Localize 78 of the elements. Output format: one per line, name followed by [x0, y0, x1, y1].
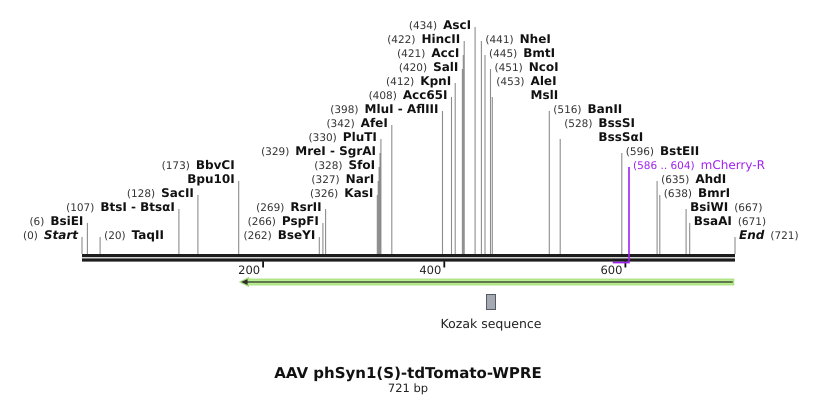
feature-label: Kozak sequence [440, 316, 542, 330]
leader-line [462, 55, 464, 254]
leader-line [548, 111, 550, 254]
restriction-site-label: (412) KpnI [386, 73, 452, 87]
feature-bar [238, 276, 734, 288]
leader-line [238, 181, 240, 254]
leader-line [197, 195, 198, 254]
leader-line [659, 195, 660, 254]
restriction-site-label: (451) NcoI [494, 59, 559, 73]
leader-line [379, 153, 381, 254]
leader-line [100, 237, 101, 254]
leader-line [464, 41, 465, 254]
restriction-site-label: (638) BmrI [664, 185, 730, 199]
leader-line [442, 111, 444, 254]
leader-line [474, 27, 476, 254]
leader-line [462, 69, 463, 254]
restriction-site-label: (328) SfoI [314, 157, 376, 171]
leader-line [480, 41, 482, 254]
leader-line [81, 237, 83, 254]
restriction-site-label: (269) RsrII [256, 199, 322, 213]
restriction-site-label: (528) BssSI BssSαI [564, 115, 644, 143]
restriction-site-label: (329) MreI - SgrAI [261, 143, 376, 157]
dna-backbone [82, 254, 735, 262]
restriction-site-label: (408) Acc65I [368, 87, 448, 101]
leader-line [86, 223, 88, 254]
leader-line [178, 209, 180, 254]
leader-line [378, 167, 380, 254]
restriction-site-label: (445) BmtI [489, 45, 556, 59]
leader-line [621, 153, 622, 254]
restriction-site-label: (398) MluI - AflIII [330, 101, 438, 115]
leader-line [686, 209, 687, 254]
restriction-site-label: BsiWI (667) [690, 199, 762, 213]
restriction-site-label: (326) KasI [310, 185, 374, 199]
restriction-site-label: (107) BtsI - BtsαI [66, 199, 175, 213]
leader-line [325, 209, 326, 254]
sequence-length-label: 721 bp [388, 382, 428, 394]
restriction-site-label: (262) BseYI [243, 227, 316, 241]
primer-label: (586 .. 604) mCherry-R [633, 157, 765, 171]
leader-line [391, 125, 392, 254]
scale-label: 400 [419, 264, 442, 276]
scale-label: 200 [238, 264, 260, 276]
restriction-site-label: (342) AfeI [326, 115, 388, 129]
diagram-title: AAV phSyn1(S)-tdTomato-WPRE [274, 364, 542, 382]
leader-line [454, 83, 456, 254]
restriction-site-label: (453) AleI MslI [496, 73, 558, 101]
restriction-site-label: BsaAI (671) [694, 213, 766, 227]
restriction-site-label: (6) BsiEI [29, 213, 84, 227]
restriction-site-label: (327) NarI [311, 171, 374, 185]
leader-line [492, 97, 493, 254]
leader-line [378, 181, 379, 254]
leader-line [484, 55, 486, 254]
restriction-site-label: (516) BanII [553, 101, 622, 115]
leader-line [734, 237, 736, 254]
restriction-site-label: (20) TaqII [104, 227, 164, 241]
restriction-site-label: (128) SacII [126, 185, 194, 199]
restriction-site-label: (635) AhdI [661, 171, 726, 185]
restriction-site-label: (441) NheI [485, 31, 551, 45]
scale-label: 600 [600, 264, 622, 276]
restriction-site-label: (420) SalI [398, 59, 458, 73]
leader-line [322, 223, 324, 254]
restriction-site-label: (173) BbvCI Bpu10I [162, 157, 235, 185]
sequence-end-label: End (721) [739, 227, 799, 241]
primer-leader-line [612, 167, 630, 264]
leader-line [560, 139, 561, 254]
leader-line [656, 181, 658, 254]
restriction-site-label: (330) PluTI [308, 129, 377, 143]
leader-line [490, 69, 492, 254]
restriction-site-label: (266) PspFI [248, 213, 319, 227]
leader-line [380, 139, 382, 254]
restriction-site-label: (422) HincII [387, 31, 460, 45]
leader-line [689, 223, 690, 254]
restriction-site-label: (434) AscI [408, 17, 472, 31]
sequence-end-label: (0) Start [22, 227, 78, 241]
leader-line [450, 97, 452, 254]
restriction-site-label: (596) BstEII [626, 143, 700, 157]
restriction-site-label: (421) AccI [397, 45, 460, 59]
leader-line [376, 195, 378, 254]
leader-line [318, 237, 320, 254]
